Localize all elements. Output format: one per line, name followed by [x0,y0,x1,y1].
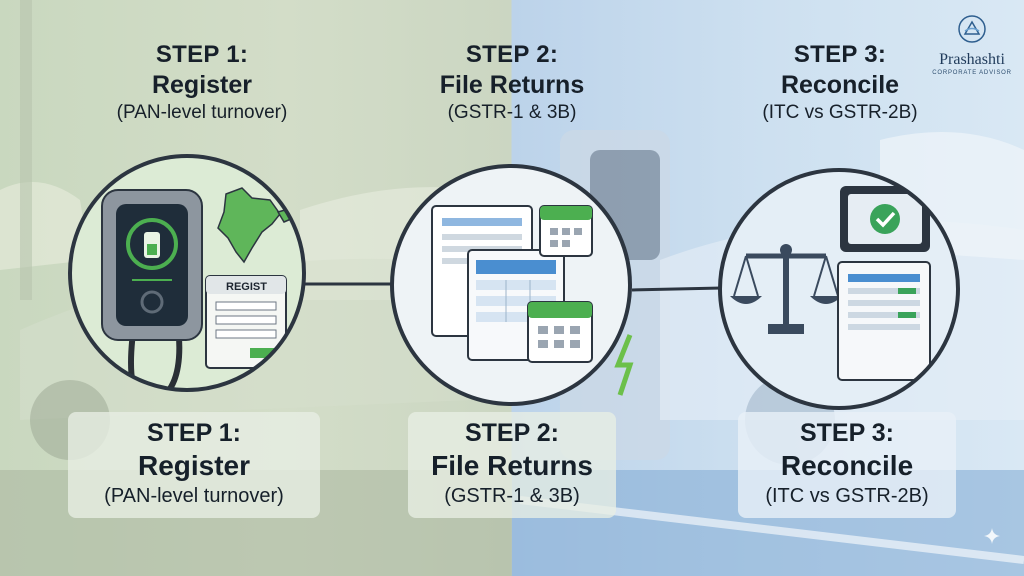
step-number: STEP 1: [146,419,242,447]
step-detail: (GSTR-1 & 3B) [444,485,580,507]
brand-mark-icon [958,15,986,43]
tablet-check-icon [840,186,930,252]
brand-tagline: CORPORATE ADVISOR [932,70,1012,76]
step-detail: (ITC vs GSTR-2B) [762,102,918,123]
step-title: File Returns [431,450,593,481]
step2-top-heading: STEP 2: File Returns (GSTR-1 & 3B) [362,40,662,126]
calendar-icon [539,205,593,257]
step-title: Reconcile [780,71,900,99]
step-detail: (ITC vs GSTR-2B) [765,485,929,507]
step2-illustration [390,164,632,406]
step-title: Register [137,450,251,481]
step-number: STEP 3: [793,41,887,68]
registration-form-icon: REGIST [205,275,287,369]
step-detail: (PAN-level turnover) [104,485,284,507]
step3-top-heading: STEP 3: Reconcile (ITC vs GSTR-2B) [690,40,990,126]
step2-card: STEP 2: File Returns (GSTR-1 & 3B) [408,412,616,518]
return-documents-icon [431,205,565,361]
step-title: File Returns [439,71,585,99]
step-number: STEP 2: [465,41,559,68]
ev-charger-icon [101,189,203,341]
step-detail: (PAN-level turnover) [116,102,288,123]
step3-card: STEP 3: Reconcile (ITC vs GSTR-2B) [738,412,956,518]
step1-card: STEP 1: Register (PAN-level turnover) [68,412,320,518]
step-detail: (GSTR-1 & 3B) [447,102,577,123]
step-number: STEP 2: [464,419,560,447]
step-title: Register [151,71,253,99]
brand-logo: Prashashti CORPORATE ADVISOR [924,14,1020,77]
sparkle-icon [984,528,1000,544]
step1-illustration: REGIST [68,154,306,392]
step1-top-heading: STEP 1: Register (PAN-level turnover) [52,40,352,126]
calendar-icon [527,301,593,363]
regist-label: REGIST [226,281,267,293]
brand-name: Prashashti [939,51,1005,68]
step-number: STEP 1: [155,41,249,68]
step-title: Reconcile [780,450,914,481]
step-number: STEP 3: [799,419,895,447]
step3-illustration [718,168,960,410]
balance-scale-icon [730,244,842,334]
ledger-icon [837,261,931,381]
